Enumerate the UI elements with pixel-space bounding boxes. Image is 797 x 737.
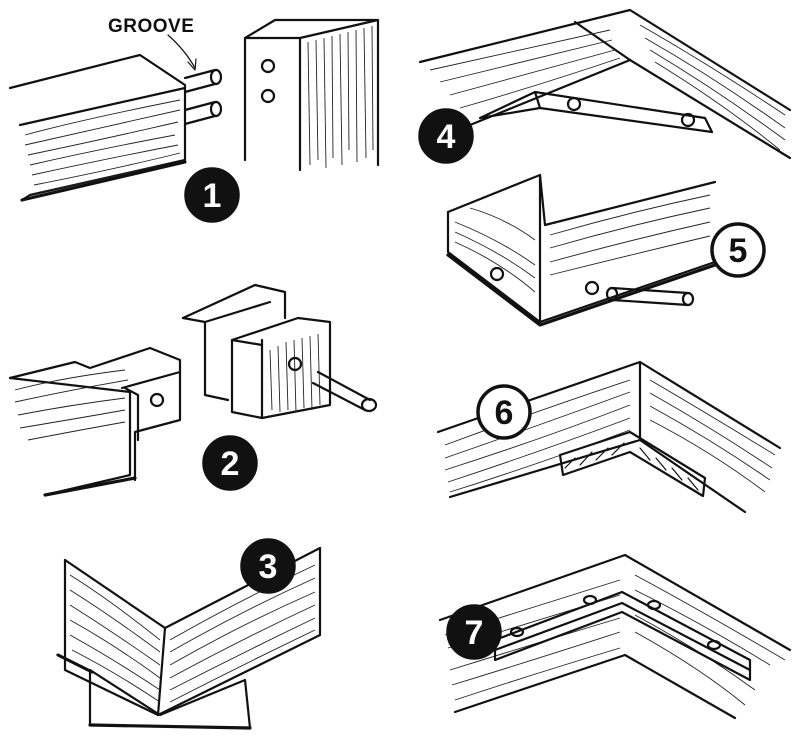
post-hole xyxy=(260,88,276,104)
panel-7: 7 xyxy=(438,553,792,720)
panel-7-frame xyxy=(438,553,792,720)
corner-block xyxy=(558,430,707,498)
corner-brace xyxy=(478,90,714,134)
panel-1-dowels xyxy=(183,68,223,126)
step-4-badge: 4 xyxy=(418,108,474,164)
panel-1-post xyxy=(243,18,380,172)
panel-2-block xyxy=(181,283,378,420)
svg-text:5: 5 xyxy=(729,232,748,270)
svg-text:7: 7 xyxy=(465,614,484,652)
step-2-badge: 2 xyxy=(202,435,258,491)
loose-dowel xyxy=(605,286,695,307)
step-6-badge: 6 xyxy=(476,384,532,440)
svg-text:3: 3 xyxy=(259,548,278,586)
panel-2: 2 xyxy=(8,283,378,497)
panel-4-frame xyxy=(418,8,792,160)
svg-text:2: 2 xyxy=(221,445,240,483)
svg-text:4: 4 xyxy=(437,118,456,156)
panel-5: 5 xyxy=(446,173,766,327)
panel-1-rail xyxy=(8,53,187,202)
step-1-badge: 1 xyxy=(184,167,240,223)
groove-arrow xyxy=(167,34,196,69)
panel-4: 4 xyxy=(418,8,792,164)
panel-3: 3 xyxy=(56,538,322,730)
panel-6: 6 xyxy=(436,360,782,514)
panel-1: GROOVE 1 xyxy=(8,16,380,223)
svg-text:1: 1 xyxy=(203,177,222,215)
step-3-badge: 3 xyxy=(240,538,296,594)
panel-2-rail xyxy=(8,346,182,497)
post-hole xyxy=(260,58,276,74)
panel-6-frame xyxy=(436,360,782,514)
panel-3-block xyxy=(88,668,252,730)
groove-label: GROOVE xyxy=(108,16,194,37)
step-7-badge: 7 xyxy=(446,604,502,660)
svg-text:6: 6 xyxy=(495,394,514,432)
panel-5-frame xyxy=(446,173,717,327)
step-5-badge: 5 xyxy=(710,222,766,278)
